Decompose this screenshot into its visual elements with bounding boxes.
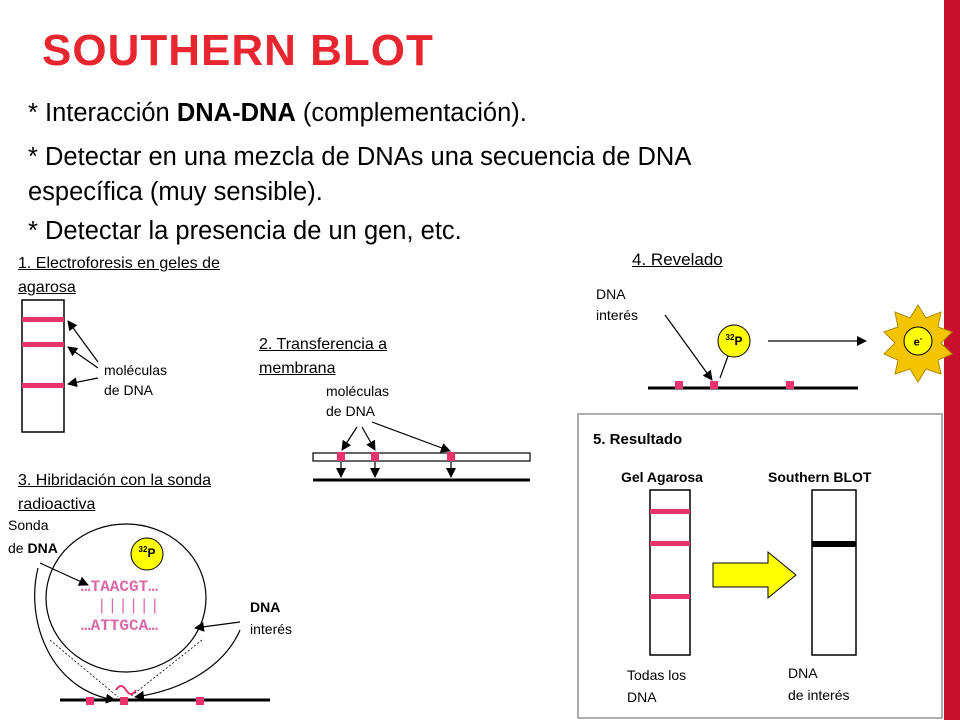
page-title: SOUTHERN BLOT [42, 26, 434, 75]
membrane-band-2 [371, 452, 379, 461]
bullet-2-cont: específica (muy sensible). [28, 178, 323, 206]
agarose-caption-1: Todas los [627, 667, 687, 683]
step1-heading: 1. Electroforesis en geles de [18, 252, 220, 276]
result-arrow-icon [712, 550, 797, 600]
step3-text: . Hibridación con la sonda [26, 472, 212, 489]
step1-label-2: de DNA [104, 382, 154, 398]
side-accent-bar [944, 0, 960, 720]
step2-label-1: moléculas [326, 383, 390, 399]
step2-text-2: membrana [259, 360, 336, 377]
gel1-band-1 [22, 317, 64, 322]
step1-label-1: moléculas [104, 362, 168, 378]
step1-text: . Electroforesis en geles de [26, 255, 220, 272]
step3-text-2: radioactiva [18, 496, 96, 513]
m3-band-1 [86, 697, 94, 705]
m4-band-3 [786, 381, 794, 389]
result-panel [577, 413, 943, 719]
zoom-line-right [129, 639, 203, 698]
southern-blot-band [812, 541, 856, 547]
southern-caption-1: DNA [788, 665, 818, 681]
step4-number: 4 [632, 250, 642, 269]
label-arrow-2 [361, 426, 376, 451]
probe-link-4 [719, 355, 729, 379]
arrow-to-band-3 [67, 377, 99, 388]
target-arrow [194, 621, 241, 632]
agarose-band-3 [650, 594, 690, 599]
step2-number: 2 [259, 336, 268, 353]
electron-label: e- [913, 334, 923, 349]
target-arrow-4 [664, 314, 713, 381]
arrow-to-band-1 [67, 320, 99, 363]
probe-arrow [39, 562, 89, 586]
probe-squiggle [115, 685, 137, 695]
target-label-3-1: DNA [250, 599, 281, 615]
target-sequence: …ATTGCA… [81, 617, 158, 635]
step2-heading-cont: membrana [259, 357, 335, 381]
step2-heading: 2. Transferencia a [259, 333, 387, 357]
southern-column-label: Southern BLOT [768, 469, 872, 485]
step3-heading-cont: radioactiva [18, 493, 95, 517]
gel-step1 [21, 299, 99, 433]
m3-band-2 [120, 697, 128, 705]
target-curve-arrow [134, 629, 241, 701]
step3-number: 3 [18, 472, 27, 489]
step2-label-2: de DNA [326, 403, 376, 419]
m4-band-2 [710, 381, 718, 389]
zoom-line-left [49, 639, 119, 698]
probe-sequence: …TAACGT… [81, 578, 158, 596]
probe-label-2-bold: DNA [27, 540, 58, 556]
bullet-3: * Detectar la presencia de un gen, etc. [28, 217, 462, 245]
step4-heading: 4. Revelado [632, 248, 723, 272]
bullet-1: * Interacción DNA-DNA (complementación). [28, 96, 527, 130]
agarose-band-2 [650, 541, 690, 546]
agarose-gel-lane [649, 489, 691, 656]
bullet-1-bold: DNA-DNA [176, 99, 296, 127]
electron-circle [903, 326, 933, 356]
agarose-caption-2: DNA [627, 689, 657, 705]
step1-text-2: agarosa [18, 279, 76, 296]
gel1-band-2 [22, 342, 64, 347]
step2-text: . Transferencia a [267, 336, 388, 353]
probe-label-2: de DNA [8, 539, 58, 558]
target-label-3-2: interés [250, 621, 293, 637]
arrow-to-band-2 [67, 346, 99, 369]
m4-band-1 [675, 381, 683, 389]
isotope-label-4: 32P [725, 333, 743, 348]
radioactive-label-4 [717, 324, 751, 358]
isotope-label-3: 32P [138, 545, 156, 560]
zoom-circle [45, 523, 207, 673]
step3-heading: 3. Hibridación con la sonda [18, 469, 211, 493]
southern-blot-lane [811, 489, 857, 656]
bullet-1-pre: * Interacción [28, 99, 177, 127]
hybridization-step3 [34, 523, 270, 705]
revelado-step4 [648, 304, 953, 390]
radioactive-label-3 [130, 537, 164, 571]
result-title: 5. Resultado [593, 431, 683, 448]
target-label-4-1: DNA [596, 286, 626, 302]
bullet-1-post: (complementación). [295, 99, 527, 127]
label-arrow-1 [341, 426, 358, 451]
target-label-4-2: interés [596, 307, 639, 323]
m3-band-3 [196, 697, 204, 705]
step1-heading-cont: agarosa [18, 276, 76, 300]
step1-number: 1 [18, 255, 27, 272]
probe-label-1: Sonda [8, 517, 49, 533]
membrane-step2 [312, 421, 531, 482]
base-pair-bars: |||||| [97, 597, 161, 615]
membrane-band-1 [337, 452, 345, 461]
bullet-2: * Detectar en una mezcla de DNAs una sec… [28, 143, 692, 171]
step4-text: . Revelado [641, 250, 723, 269]
membrane-band-3 [447, 452, 455, 461]
probe-curve-arrow [34, 567, 116, 704]
southern-caption-2: de interés [788, 687, 850, 703]
membrane-strip [312, 452, 531, 462]
agarose-band-1 [650, 509, 690, 514]
label-arrow-3 [371, 421, 451, 453]
probe-label-2-pre: de [8, 540, 28, 556]
gel1-band-3 [22, 383, 64, 388]
agarose-column-label: Gel Agarosa [621, 469, 703, 485]
